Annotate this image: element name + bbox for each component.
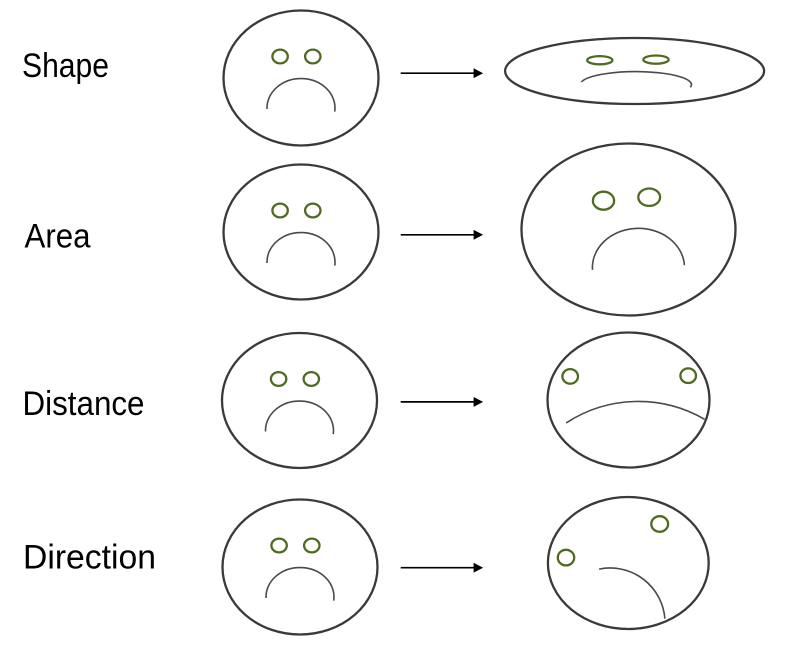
- svg-text:Direction: Direction: [23, 539, 156, 577]
- svg-text:Distance: Distance: [23, 385, 145, 423]
- svg-text:Shape: Shape: [22, 47, 109, 85]
- svg-text:Area: Area: [25, 217, 92, 255]
